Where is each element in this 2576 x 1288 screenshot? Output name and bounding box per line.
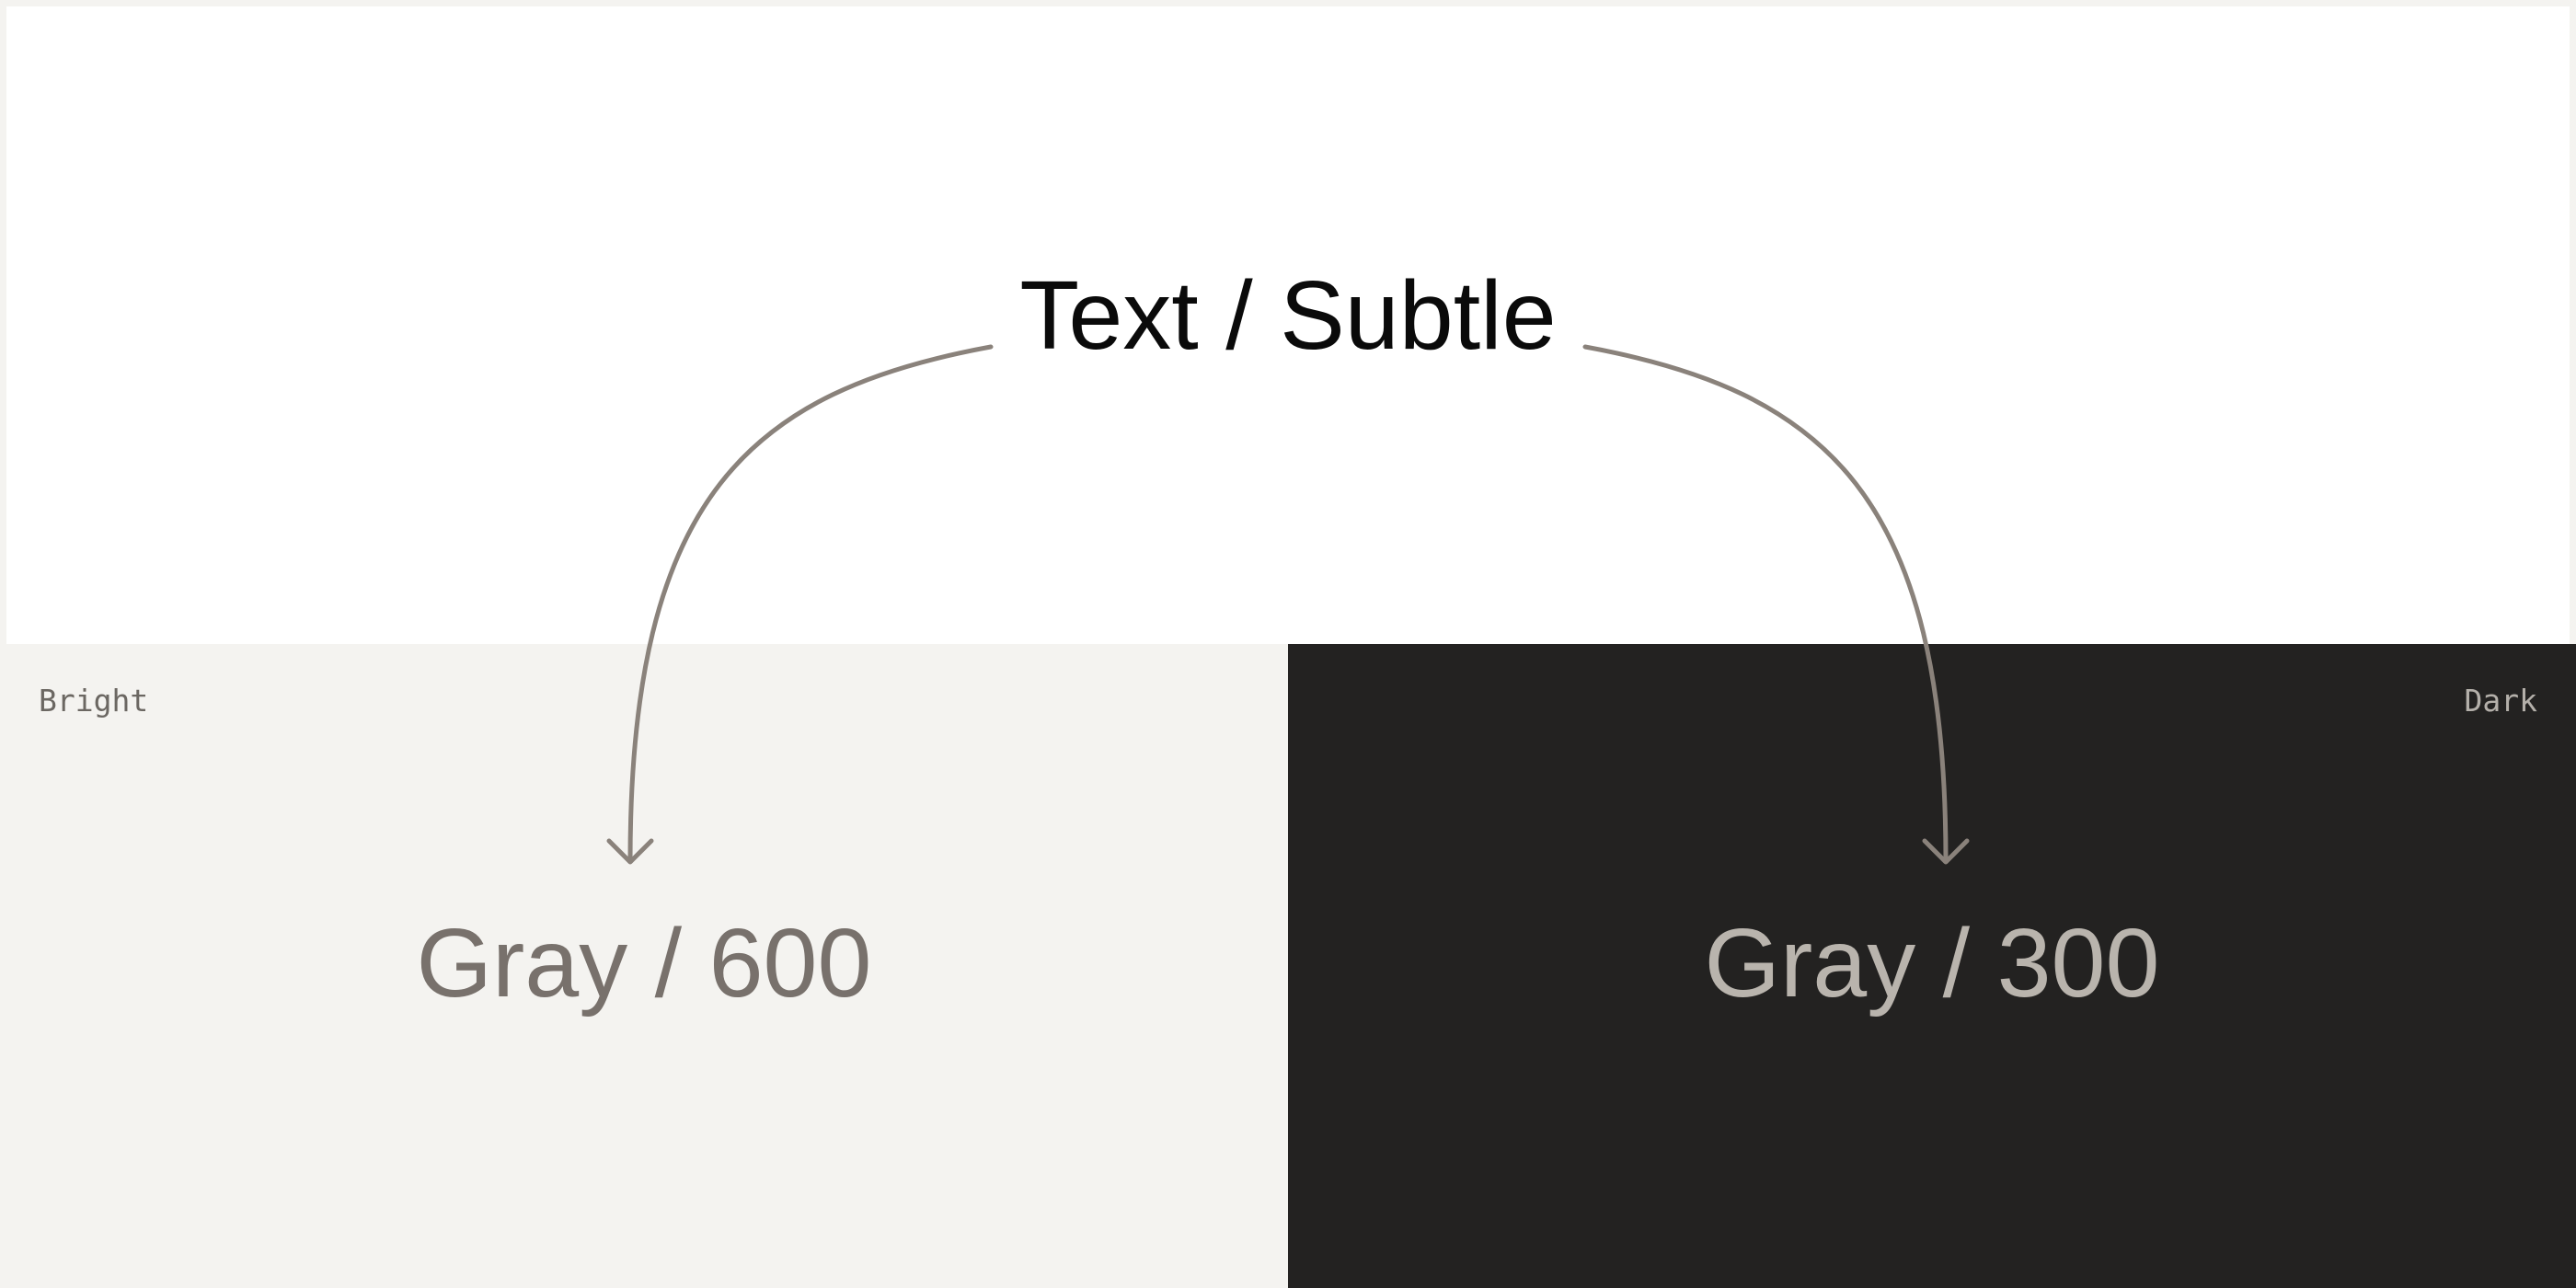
token-title: Text / Subtle <box>1019 261 1557 370</box>
dark-mode-panel <box>1288 644 2576 1288</box>
bright-mode-value: Gray / 600 <box>416 909 872 1018</box>
dark-mode-value: Gray / 300 <box>1704 909 2160 1018</box>
bright-mode-panel <box>0 644 1288 1288</box>
dark-mapping-arrow <box>1582 344 1949 863</box>
bright-mapping-arrow <box>627 344 994 863</box>
bright-mode-label: Bright <box>39 683 149 719</box>
dark-arrowhead-icon <box>1922 838 1970 865</box>
token-header-panel <box>6 6 2570 644</box>
dark-mode-label: Dark <box>2464 683 2537 719</box>
bright-arrowhead-icon <box>606 838 654 865</box>
